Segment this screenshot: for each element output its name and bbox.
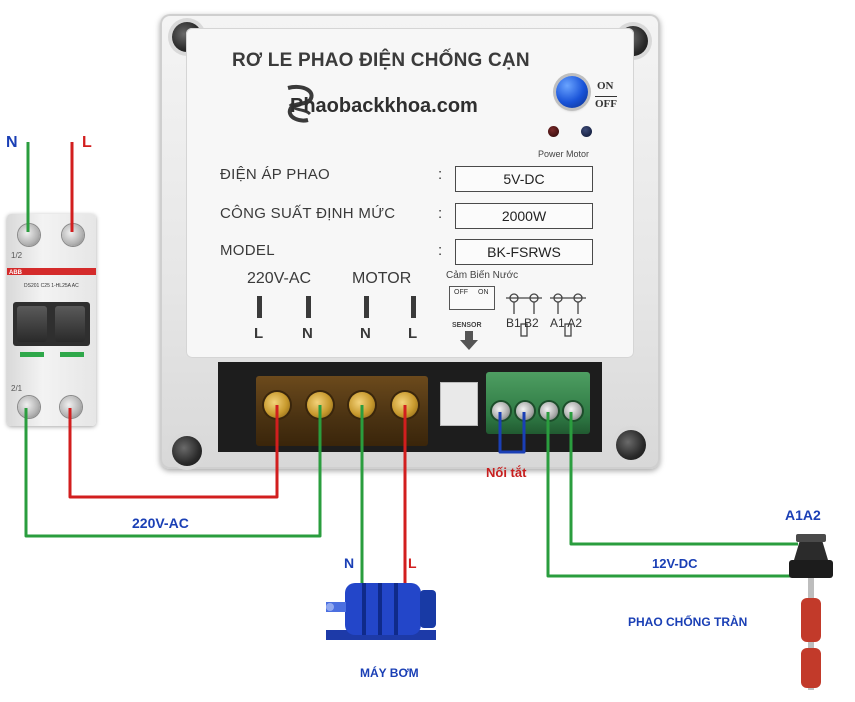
breaker-toggle-right[interactable] xyxy=(55,306,85,342)
brand-logo-icon xyxy=(287,85,314,123)
on-label: ON xyxy=(597,80,614,92)
supply-neutral-label: N xyxy=(6,134,18,151)
terminal-a1-a2-label: A1 A2 xyxy=(550,316,583,330)
breaker-indicator xyxy=(20,352,44,357)
spec-colon: : xyxy=(438,242,443,259)
spec-value-voltage: 5V-DC xyxy=(455,166,593,192)
terminal-letter: N xyxy=(360,325,371,342)
brand-name: Phaobackkhoa.com xyxy=(290,95,478,117)
on-off-button[interactable] xyxy=(556,76,588,108)
ac-wire-label: 220V-AC xyxy=(132,515,189,531)
breaker-bottom-pins: 2/1 xyxy=(11,384,23,393)
pump-label: MÁY BƠM xyxy=(360,666,419,680)
breaker-terminal-n-top[interactable] xyxy=(18,224,40,246)
spec-colon: : xyxy=(438,205,443,222)
sensor-title: Cảm Biến Nước xyxy=(446,270,519,281)
sensor-connector xyxy=(440,382,478,426)
terminal-screw-a2[interactable] xyxy=(564,402,582,420)
terminal-group-motor-label: MOTOR xyxy=(352,270,412,287)
breaker-red-stripe xyxy=(7,268,96,275)
pump-live-label: L xyxy=(408,555,417,571)
spec-colon: : xyxy=(438,166,443,183)
sensor-on-label: ON xyxy=(478,289,489,296)
wire-ac-neutral xyxy=(24,405,322,538)
breaker-rating: DS201 C25 1-HL25A AC xyxy=(24,283,79,289)
terminal-marker xyxy=(257,296,262,318)
mount-hole-bottom-right xyxy=(616,430,646,460)
breaker-terminal-l-top[interactable] xyxy=(62,224,84,246)
wire-float-a2 xyxy=(569,412,798,546)
spec-value-model: BK-FSRWS xyxy=(455,239,593,265)
terminal-screw-b2[interactable] xyxy=(516,402,534,420)
arrow-down-icon xyxy=(460,331,478,350)
wire-bridge-b1-b2 xyxy=(498,412,526,454)
wire-float-a1 xyxy=(546,412,798,578)
terminal-group-ac-label: 220V-AC xyxy=(247,270,312,287)
spec-label-voltage: ĐIỆN ÁP PHAO xyxy=(220,166,331,183)
terminal-letter: L xyxy=(254,325,264,342)
relay-title: RƠ LE PHAO ĐIỆN CHỐNG CẠN xyxy=(232,50,530,71)
breaker-top-pins: 1/2 xyxy=(11,251,23,260)
spec-value-power: 2000W xyxy=(455,203,593,229)
spec-label-model: MODEL xyxy=(220,242,275,259)
terminal-marker xyxy=(411,296,416,318)
terminal-marker xyxy=(306,296,311,318)
off-label: OFF xyxy=(595,96,617,110)
wire-ac-live xyxy=(68,405,279,499)
breaker-terminal-l-bottom[interactable] xyxy=(60,396,82,418)
terminal-screw-a1[interactable] xyxy=(540,402,558,420)
float-terminal-label: A1A2 xyxy=(785,507,821,523)
breaker-indicator xyxy=(60,352,84,357)
breaker-terminal-n-bottom[interactable] xyxy=(18,396,40,418)
motor-led-icon xyxy=(581,126,592,137)
sensor-off-label: OFF xyxy=(454,289,468,296)
terminal-letter: N xyxy=(302,325,313,342)
bridge-label: Nối tắt xyxy=(486,465,527,480)
terminal-screw-b1[interactable] xyxy=(492,402,510,420)
supply-live-label: L xyxy=(82,134,92,151)
sensor-label: SENSOR xyxy=(452,322,482,329)
sensor-selector-switch[interactable] xyxy=(449,286,495,310)
float-switch-icon xyxy=(789,534,833,690)
pump-motor-icon xyxy=(326,583,436,640)
terminal-marker xyxy=(364,296,369,318)
mount-hole-bottom-left xyxy=(172,436,202,466)
breaker-toggle-left[interactable] xyxy=(17,306,47,342)
led-labels: Power Motor xyxy=(538,149,590,159)
dc-wire-label: 12V-DC xyxy=(652,556,698,571)
terminal-b1-b2-label: B1 B2 xyxy=(506,316,539,330)
spec-label-power: CÔNG SUẤT ĐỊNH MỨC xyxy=(220,205,396,222)
power-led-icon xyxy=(548,126,559,137)
float-terminal-symbols xyxy=(506,293,586,337)
terminal-letter: L xyxy=(408,325,418,342)
float-switch-label: PHAO CHỐNG TRÀN xyxy=(628,615,748,629)
breaker-brand: ABB xyxy=(9,270,22,276)
pump-neutral-label: N xyxy=(344,555,355,571)
